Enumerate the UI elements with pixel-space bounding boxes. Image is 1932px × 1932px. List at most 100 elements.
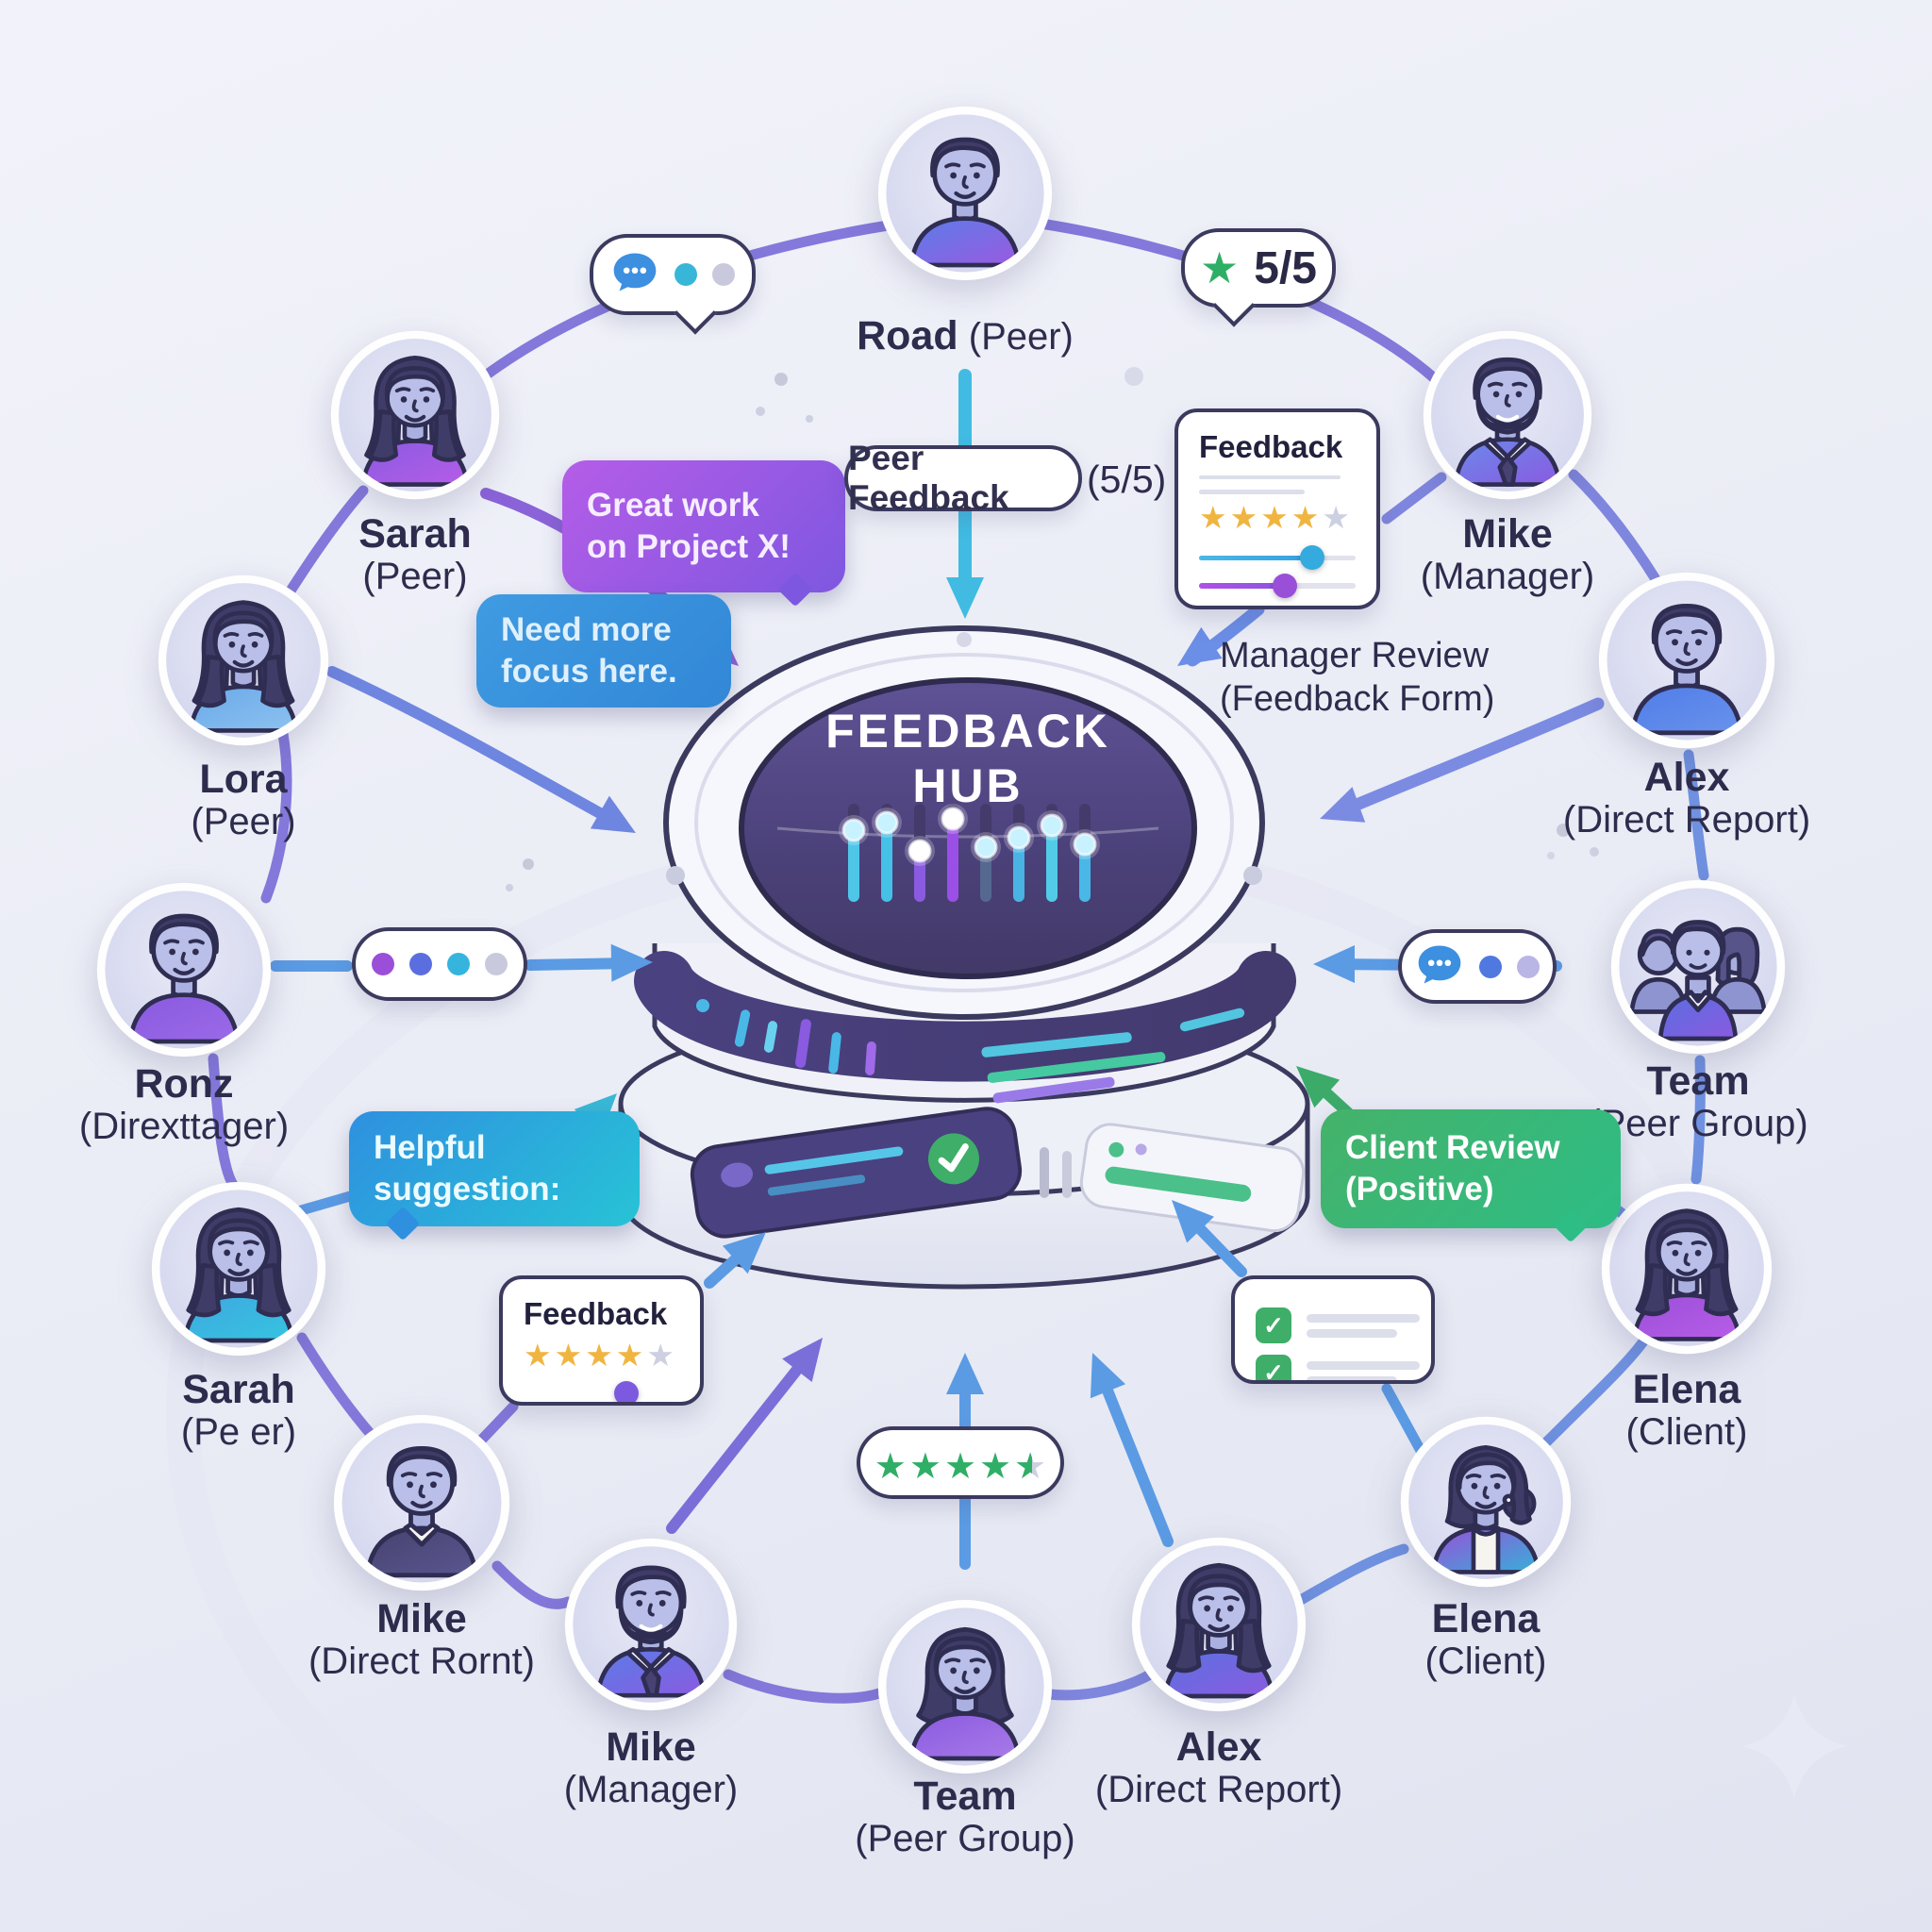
star-icon: ★ <box>646 1338 675 1373</box>
text-line-placeholder <box>1307 1313 1420 1323</box>
arrowhead-icon <box>946 577 984 619</box>
avatar-team-right <box>1608 877 1788 1057</box>
typing-dot <box>1517 955 1540 978</box>
person-name: Elena <box>1431 1596 1541 1641</box>
star-icon: ★ <box>1200 243 1240 292</box>
label-mike-direct: Mike(Direct Rornt) <box>308 1598 535 1683</box>
slider-knob <box>613 1381 639 1402</box>
arrowhead-icon <box>782 1338 823 1382</box>
arrowhead-icon <box>946 1353 984 1394</box>
check-icon: ✓ <box>1256 1355 1291 1380</box>
card-manager-feedback-form: Feedback★★★★★ <box>1174 408 1380 609</box>
person-role: (Direxttager) <box>78 1106 290 1147</box>
star-icon: ★ <box>615 1338 644 1373</box>
typing-dot <box>372 953 394 975</box>
avatar-alex-bottom <box>1129 1535 1308 1714</box>
arrowhead-icon <box>1313 945 1355 983</box>
card-title: Feedback <box>524 1296 668 1331</box>
arrowhead-icon <box>722 1232 766 1274</box>
arrowhead-icon <box>1177 626 1223 666</box>
caption-line: Manager Review <box>1220 636 1490 675</box>
avatar-team-bottom <box>875 1597 1055 1776</box>
bubble-text: (Positive) <box>1345 1171 1494 1208</box>
person-role: (Client) <box>1625 1411 1748 1453</box>
text-line-placeholder <box>1307 1360 1420 1370</box>
person-role: (Direct Report) <box>1094 1769 1343 1810</box>
text-line-placeholder <box>1199 490 1305 494</box>
star-icon: ★ <box>554 1338 583 1373</box>
person-role: (Client) <box>1424 1641 1547 1682</box>
hub-status-panel-right <box>1079 1123 1306 1233</box>
star-icon: ★ <box>874 1446 907 1487</box>
person-role: (Manager) <box>563 1769 739 1810</box>
star-icon: ★ <box>908 1446 941 1487</box>
arrowhead-icon <box>1090 1353 1126 1399</box>
avatar-alex-right <box>1596 570 1777 751</box>
label-lora: Lora(Peer) <box>191 758 295 843</box>
person-name: Alex <box>1175 1724 1262 1770</box>
text-line-placeholder <box>1307 1328 1397 1338</box>
star-icon: ★ <box>524 1338 552 1373</box>
pill-label: Peer Feedback <box>848 439 1009 517</box>
label-elena-bottom: Elena(Client) <box>1425 1598 1547 1683</box>
person-role: (Peer) <box>968 316 1074 358</box>
person-name: Sarah <box>358 511 472 557</box>
hub-equalizer <box>839 804 1100 902</box>
rating-slider <box>1199 545 1356 571</box>
checklist-lines <box>1307 1313 1420 1338</box>
sparkle-icon <box>1741 1693 1847 1799</box>
text-line-placeholder <box>1307 1375 1397 1380</box>
card-title: Feedback <box>1199 429 1343 464</box>
arrowheads <box>574 577 1366 1399</box>
person-role: (Peer) <box>191 801 296 842</box>
caption-line: (Feedback Form) <box>1220 679 1495 719</box>
avatar-mike-manager-top <box>1421 328 1594 502</box>
typing-dot <box>409 953 432 975</box>
manager-review-caption: Manager Review (Feedback Form) <box>1220 634 1494 721</box>
chat-bubble-icon <box>610 250 659 299</box>
star-icon: ★ <box>1199 499 1227 535</box>
star-icon: ★ <box>979 1446 1012 1487</box>
person-name: Elena <box>1632 1367 1741 1412</box>
badge-rating-badge: ★ 5/5 <box>1181 228 1336 327</box>
star-icon: ★ <box>1322 499 1350 535</box>
person-name: Mike <box>606 1724 696 1770</box>
person-name: Sarah <box>182 1367 295 1412</box>
label-mike-manager-bottom: Mike(Manager) <box>564 1726 739 1811</box>
badge-score: 5/5 <box>1254 242 1317 293</box>
avatar-elena-right <box>1599 1181 1774 1357</box>
typing-dot <box>447 953 470 975</box>
avatar-elena-bottom <box>1398 1414 1574 1590</box>
person-role: (Manager) <box>1420 556 1595 597</box>
peer-feedback-score: (5/5) <box>1087 458 1167 501</box>
avatar-lora <box>156 573 331 748</box>
bubble-text: Client Review <box>1345 1129 1560 1166</box>
star-icon: ★ <box>1014 1446 1047 1487</box>
star-half-icon: ★★ <box>1014 1449 1046 1485</box>
card-peer-feedback-form: Feedback★★★★★ <box>499 1275 704 1406</box>
label-ronz: Ronz(Direxttager) <box>79 1063 289 1148</box>
person-role: (Peer) <box>362 556 468 597</box>
typing-dot <box>675 263 697 286</box>
typing-dot <box>712 263 735 286</box>
person-name: Lora <box>199 757 288 802</box>
chat-pill-top-left <box>590 234 756 335</box>
star-icon: ★ <box>1260 499 1289 535</box>
rating-slider <box>1199 574 1356 599</box>
badge-team-rating-stars: ★★★★★★ <box>857 1426 1064 1499</box>
hub-title-line1: FEEDBACK <box>825 705 1110 758</box>
hub-title-line2: HUB <box>912 759 1023 812</box>
arrowhead-icon <box>610 943 653 982</box>
arrowhead-icon <box>1172 1200 1214 1243</box>
label-alex-bottom: Alex(Direct Report) <box>1095 1726 1342 1811</box>
person-role: (Direct Report) <box>1562 799 1811 841</box>
person-name: Mike <box>376 1596 467 1641</box>
avatar-road <box>875 104 1055 283</box>
card-client-checklist: ✓✓ <box>1231 1275 1435 1384</box>
avatar-mike-manager-bottom <box>562 1536 740 1713</box>
typing-dot <box>1479 955 1502 978</box>
